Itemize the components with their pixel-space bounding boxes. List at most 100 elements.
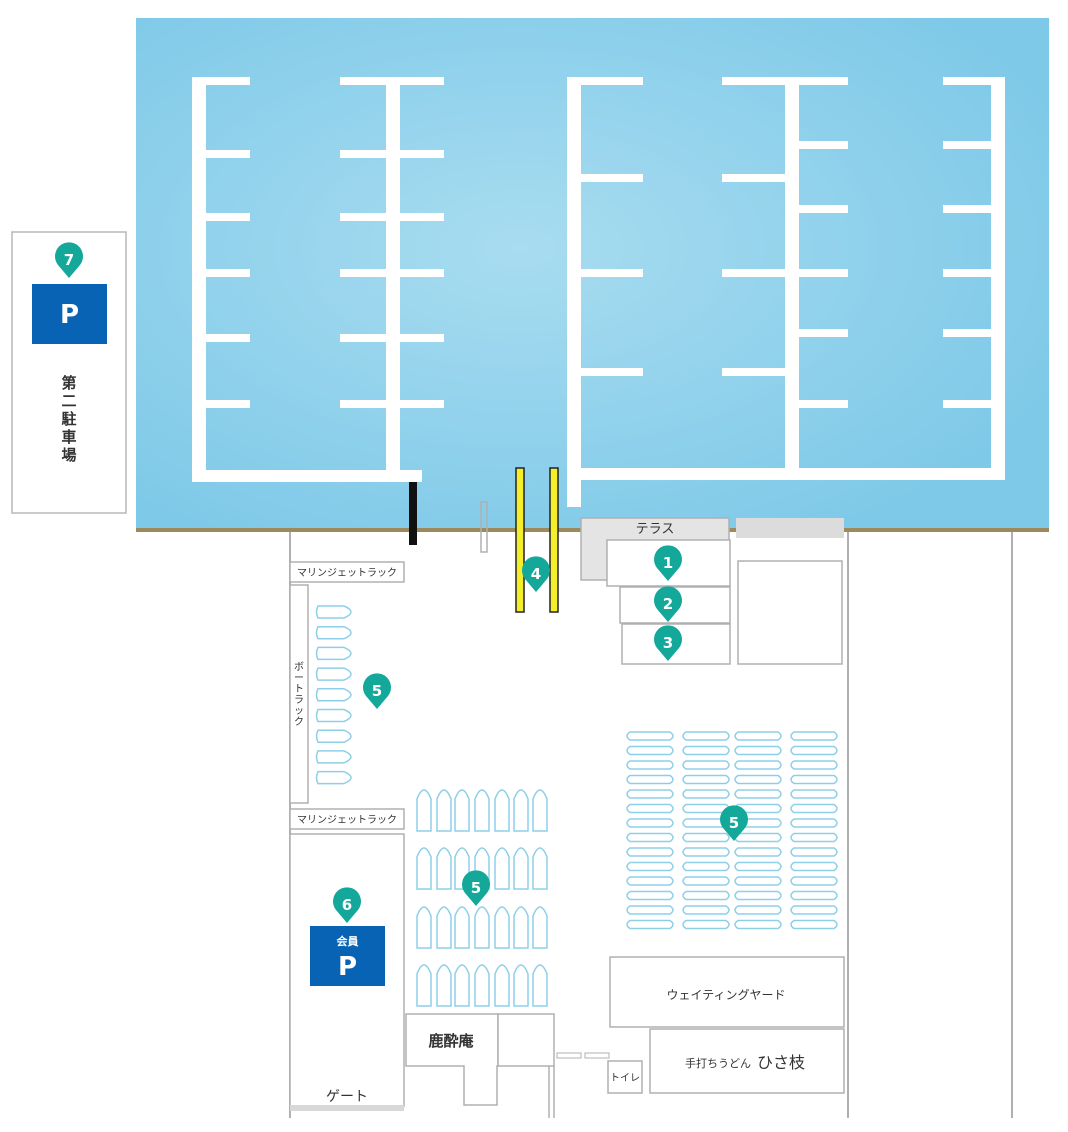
boat xyxy=(626,905,674,915)
boat xyxy=(734,774,782,785)
pier-segment xyxy=(785,329,848,337)
boat xyxy=(474,789,490,832)
marine-jet-rack-bottom-label: マリンジェットラック xyxy=(297,814,397,826)
pier-segment xyxy=(192,77,206,482)
boat xyxy=(734,876,782,886)
boat xyxy=(315,646,352,661)
second-parking-p: P xyxy=(60,300,79,330)
pier-segment xyxy=(340,400,444,408)
boat xyxy=(734,745,782,756)
boat xyxy=(315,625,352,640)
rokusuian-annex xyxy=(497,1013,555,1067)
marine-jet-rack-top[interactable] xyxy=(289,561,405,583)
udon-name-label: ひさ枝 xyxy=(757,1053,805,1072)
pier-segment xyxy=(192,269,250,277)
udon-prefix-label: 手打ちうどん xyxy=(685,1056,751,1070)
pin-number: 5 xyxy=(471,879,481,897)
rokusuian-label: 鹿酔庵 xyxy=(428,1032,474,1050)
yellow-gangway-right xyxy=(549,467,559,613)
boat xyxy=(626,818,674,828)
boat xyxy=(682,774,730,785)
pier-segment xyxy=(943,400,1005,408)
location-pin-6[interactable]: 6 xyxy=(333,887,362,923)
boat xyxy=(436,847,452,890)
piers xyxy=(192,77,1005,507)
boat xyxy=(315,750,352,764)
boat xyxy=(790,919,838,930)
toilet-label: トイレ xyxy=(610,1073,640,1084)
boat xyxy=(626,760,674,770)
pier-segment xyxy=(785,141,848,149)
boat xyxy=(734,760,782,770)
boat xyxy=(790,890,838,901)
pier-segment xyxy=(722,269,798,277)
gangway-post xyxy=(480,501,488,553)
boat xyxy=(682,847,730,857)
boat xyxy=(626,847,674,857)
boat xyxy=(454,789,470,832)
boat xyxy=(734,731,782,741)
location-pin-1[interactable]: 1 xyxy=(654,545,682,581)
pier-segment xyxy=(192,150,250,158)
label-char: 第 xyxy=(61,374,76,392)
pier-segment xyxy=(340,77,444,85)
pier-segment xyxy=(722,77,848,85)
pin-number: 4 xyxy=(531,565,541,583)
black-post xyxy=(409,482,417,545)
boat xyxy=(790,818,838,828)
boat xyxy=(532,789,548,832)
location-pin-3[interactable]: 3 xyxy=(654,625,682,661)
boat xyxy=(682,745,730,756)
boat xyxy=(790,789,838,799)
boat xyxy=(513,789,529,832)
boat xyxy=(790,876,838,886)
boat xyxy=(734,789,782,799)
boat xyxy=(315,729,352,743)
boat xyxy=(315,708,352,723)
pier-segment xyxy=(785,400,848,408)
location-pin-5[interactable]: 5 xyxy=(462,870,490,906)
boat xyxy=(626,803,674,814)
marine-jet-rack-bottom[interactable] xyxy=(289,808,405,830)
pier-segment xyxy=(567,77,643,85)
pier-segment xyxy=(567,269,643,277)
second-parking-area[interactable] xyxy=(11,231,127,514)
pin-number: 5 xyxy=(372,682,382,700)
location-pin-4[interactable]: 4 xyxy=(522,556,550,592)
boat xyxy=(682,731,730,741)
marine-jet-rack-top-label: マリンジェットラック xyxy=(297,567,397,579)
boat xyxy=(474,847,490,890)
boat xyxy=(494,964,510,1007)
boat xyxy=(734,832,782,843)
boat xyxy=(682,789,730,799)
location-pin-5[interactable]: 5 xyxy=(363,673,392,709)
gate-label: ゲート xyxy=(326,1089,368,1105)
boat xyxy=(474,964,490,1007)
location-pin-7[interactable]: 7 xyxy=(55,242,84,278)
boat xyxy=(734,847,782,857)
rokusuian[interactable] xyxy=(405,1013,499,1106)
boat xyxy=(790,803,838,814)
member-parking-label: 会員 xyxy=(337,934,359,948)
boat xyxy=(790,731,838,741)
pier-segment xyxy=(567,174,643,182)
boat xyxy=(682,803,730,814)
udon-shop[interactable] xyxy=(649,1028,845,1094)
label-char: 駐 xyxy=(61,410,76,428)
waiting-yard[interactable] xyxy=(609,956,845,1028)
member-parking-p: P xyxy=(338,952,357,982)
pin-number: 1 xyxy=(663,554,673,572)
boat-rack[interactable] xyxy=(289,584,309,804)
boat xyxy=(454,847,470,890)
grey-roof xyxy=(736,518,844,538)
boat xyxy=(454,964,470,1007)
pier-segment xyxy=(340,213,444,221)
boat xyxy=(626,745,674,756)
boat xyxy=(682,760,730,770)
boat xyxy=(315,770,352,785)
toilet[interactable] xyxy=(607,1060,643,1094)
location-pin-5[interactable]: 5 xyxy=(720,805,748,841)
location-pin-2[interactable]: 2 xyxy=(654,586,682,622)
